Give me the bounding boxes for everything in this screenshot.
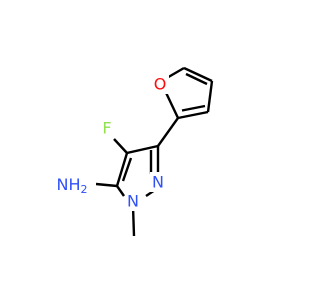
bond-c5p-nh2 bbox=[95, 182, 118, 188]
oxygen-atom-label: O bbox=[154, 75, 167, 94]
methyl-nitrogen-label: N bbox=[127, 192, 139, 211]
amine-subscript: 2 bbox=[81, 183, 88, 196]
amine-nh-text: NH bbox=[57, 175, 81, 194]
fluorine-atom-label: F bbox=[102, 119, 111, 138]
bond-c2-pyrazole bbox=[157, 117, 179, 147]
molecule-diagram: O F N N NH2 bbox=[56, 66, 214, 237]
bond-o-c2 bbox=[163, 88, 180, 119]
bond-c3p-c4p bbox=[126, 144, 159, 155]
bond-c3-c4 bbox=[206, 80, 214, 113]
bond-c2-c3-inner bbox=[181, 104, 206, 112]
bond-c5p-c4p-inner bbox=[121, 157, 133, 182]
ring-nitrogen-label: N bbox=[152, 173, 164, 192]
bond-n1-c5p bbox=[116, 185, 125, 197]
bond-c4p-f bbox=[113, 138, 128, 154]
bond-c4-c5 bbox=[183, 66, 213, 83]
structure-svg: O F N N NH2 bbox=[56, 66, 214, 237]
amine-group-label: NH2 bbox=[57, 175, 88, 196]
bond-c5p-c4p bbox=[115, 152, 129, 187]
bond-c2-c3 bbox=[177, 110, 209, 120]
bond-c4-c5-inner bbox=[185, 72, 208, 86]
